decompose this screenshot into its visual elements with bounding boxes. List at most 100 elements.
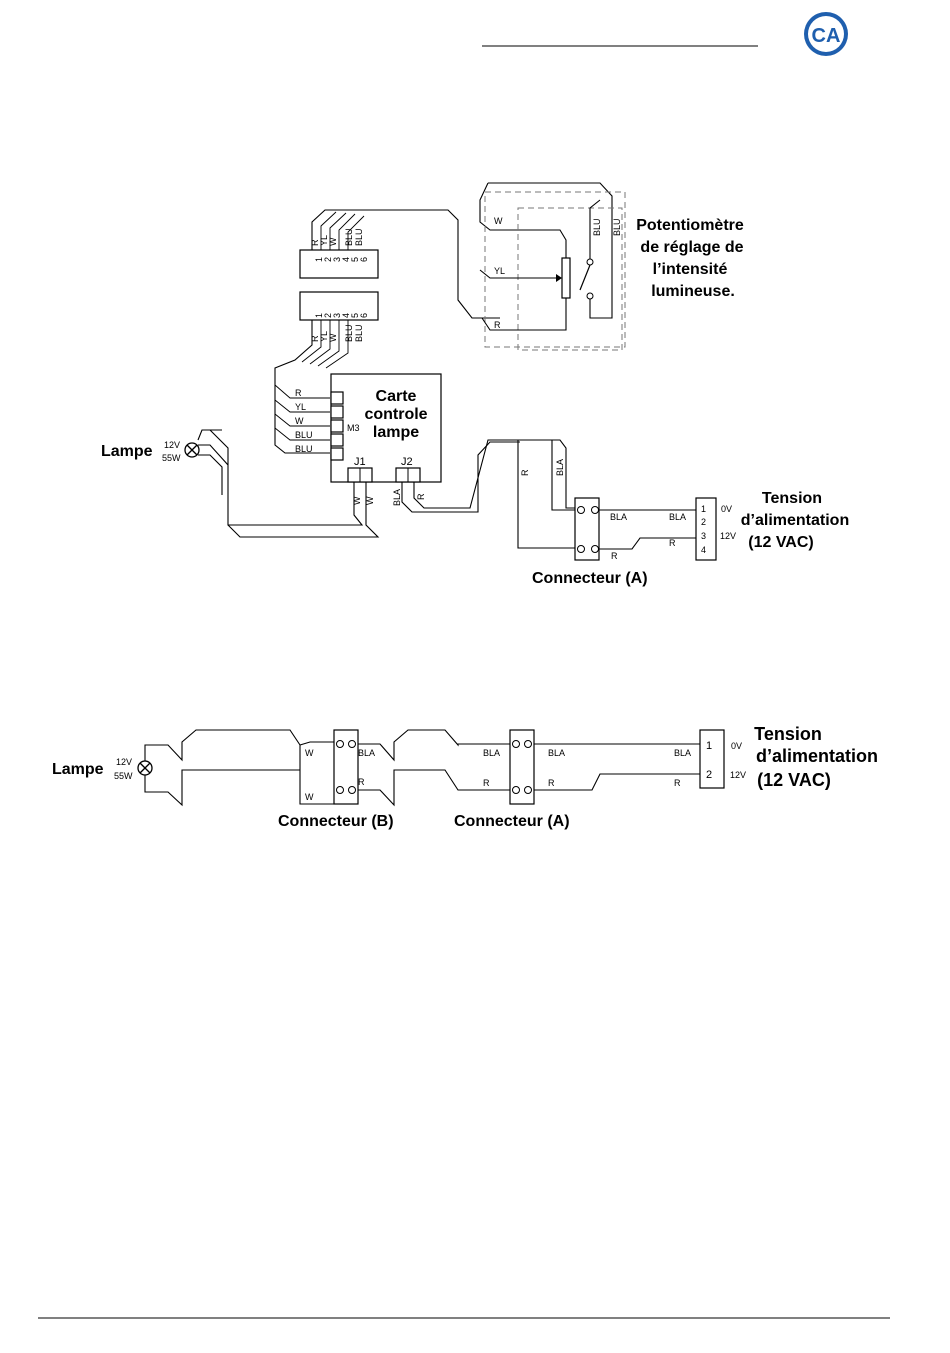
conn-b-screw-4-icon bbox=[348, 786, 356, 794]
wire-plug1-blu2 bbox=[347, 215, 365, 250]
conn-a2-screw-2-icon bbox=[524, 740, 532, 748]
wire-plug1-blu1 bbox=[338, 213, 356, 250]
plug1-pin-6: 6 bbox=[359, 257, 369, 262]
conn-b-screw-2-icon bbox=[348, 740, 356, 748]
terminal1-pin-3: 3 bbox=[701, 531, 706, 541]
conn-b-screw-1-icon bbox=[336, 740, 344, 748]
j2-wire-r: R bbox=[416, 493, 426, 500]
wire2-b-to-a-bla bbox=[358, 729, 510, 762]
conn-a2-label-r-in: R bbox=[483, 778, 490, 788]
terminal-label-r: R bbox=[669, 538, 676, 548]
m3-pin-2 bbox=[330, 405, 344, 419]
pot-dashed-inner bbox=[517, 207, 623, 351]
wire2-lamp-to-b-top bbox=[144, 729, 334, 805]
supply1-line-2: d’alimentation bbox=[741, 512, 849, 529]
lamp2-voltage: 12V bbox=[116, 757, 132, 767]
wire-lamp-return bbox=[198, 454, 223, 495]
wire-lamp-top bbox=[197, 429, 222, 441]
pot-label-w: W bbox=[494, 216, 503, 226]
supply1-line-3: (12 VAC) bbox=[748, 534, 814, 551]
conn-b-label-w1: W bbox=[305, 748, 314, 758]
ca-logo-icon: CA bbox=[804, 12, 848, 56]
conn-a2-label-bla-out: BLA bbox=[548, 748, 565, 758]
conn-a2-label-r-out: R bbox=[548, 778, 555, 788]
pot-label-blu2: BLU bbox=[612, 218, 622, 236]
j1-wire-w1: W bbox=[352, 496, 362, 505]
j2-wire-bla: BLA bbox=[392, 489, 402, 506]
conn-a-label-r: R bbox=[520, 469, 530, 476]
conn-b-screw-3-icon bbox=[336, 786, 344, 794]
lamp2-label: Lampe bbox=[52, 761, 104, 778]
m3-label-yl: YL bbox=[295, 402, 306, 412]
pot-label-blu1: BLU bbox=[592, 218, 602, 236]
pot-label-r: R bbox=[494, 320, 501, 330]
m3-wire-3 bbox=[274, 413, 330, 427]
pot-wire-blu2 bbox=[589, 299, 613, 319]
m3-label-r: R bbox=[295, 388, 302, 398]
terminal-label-bla: BLA bbox=[669, 512, 686, 522]
switch-lever-icon bbox=[579, 264, 591, 291]
pot-title-2: de réglage de bbox=[640, 239, 743, 256]
m3-pin-3 bbox=[330, 419, 344, 433]
plug-connector-1 bbox=[299, 249, 379, 279]
wire-plug2-bundle bbox=[274, 320, 330, 454]
plug2-pin-1: 1 bbox=[314, 313, 324, 318]
pot-label-yl: YL bbox=[494, 266, 505, 276]
plug1-pin-5: 5 bbox=[350, 257, 360, 262]
plug1-pin-3: 3 bbox=[332, 257, 342, 262]
plug2-wire-w: W bbox=[328, 333, 338, 342]
plug1-wire-blu2: BLU bbox=[354, 228, 364, 246]
terminal1-12v: 12V bbox=[720, 531, 736, 541]
connector-a-label: Connecteur (A) bbox=[532, 570, 648, 587]
conn-a-screw-1-icon bbox=[577, 506, 585, 514]
wire-j2-bla bbox=[401, 441, 520, 513]
lamp-label: Lampe bbox=[101, 443, 153, 460]
diagram-2: Lampe 12V 55W W W BLA R Connecteur (B) B… bbox=[52, 724, 878, 830]
plug1-wire-blu1: BLU bbox=[344, 228, 354, 246]
wire-plug2-yl bbox=[301, 320, 322, 363]
plug1-pin-1: 1 bbox=[314, 257, 324, 262]
terminal1-pin-1: 1 bbox=[701, 504, 706, 514]
terminal2-12v: 12V bbox=[730, 770, 746, 780]
conn-a-label-r-out: R bbox=[611, 551, 618, 561]
m3-label-w: W bbox=[295, 416, 304, 426]
terminal2-0v: 0V bbox=[731, 741, 742, 751]
wire2-b-to-a-r bbox=[358, 769, 510, 807]
card-j1: J1 bbox=[354, 456, 366, 468]
conn-a-label-bla: BLA bbox=[555, 459, 565, 476]
lamp2-power: 55W bbox=[114, 771, 133, 781]
terminal2-pin-1: 1 bbox=[706, 740, 712, 752]
terminal2-pin-2: 2 bbox=[706, 769, 712, 781]
card-j2: J2 bbox=[401, 456, 413, 468]
lamp-control-card bbox=[330, 373, 442, 483]
j1-wire-w2: W bbox=[365, 496, 375, 505]
conn-a2-label-bla-in: BLA bbox=[483, 748, 500, 758]
pot-wire-w bbox=[479, 182, 567, 258]
plug1-wire-r: R bbox=[310, 239, 320, 246]
wire2-b-w1 bbox=[299, 741, 334, 746]
lamp-power: 55W bbox=[162, 453, 181, 463]
plug2-pin-6: 6 bbox=[359, 313, 369, 318]
plug2-pin-3: 3 bbox=[332, 313, 342, 318]
wire-plug1-yl bbox=[320, 211, 337, 250]
terminal-block-1 bbox=[695, 497, 717, 561]
supply2-line-3: (12 VAC) bbox=[757, 770, 831, 790]
conn-a-wire-bla-in bbox=[551, 440, 578, 511]
conn-a-wire-r-out bbox=[599, 537, 696, 550]
lamp-symbol-2-icon bbox=[137, 760, 153, 776]
conn-a-label-bla-out: BLA bbox=[610, 512, 627, 522]
wire-j2-r bbox=[413, 439, 580, 509]
lamp-voltage: 12V bbox=[164, 440, 180, 450]
conn-b-label-r: R bbox=[358, 777, 365, 787]
conn-a2-screw-4-icon bbox=[524, 786, 532, 794]
wire-plug1-to-pot-r bbox=[311, 209, 500, 319]
plug2-wire-yl: YL bbox=[319, 331, 329, 342]
diagram-1: 1 2 3 4 5 6 R YL W BLU BLU 1 2 3 4 5 6 R… bbox=[101, 182, 849, 587]
plug-connector-2 bbox=[299, 291, 379, 321]
plug2-pin-5: 5 bbox=[350, 313, 360, 318]
card-line-2: controle bbox=[364, 406, 427, 423]
plug2-pin-4: 4 bbox=[341, 313, 351, 318]
connector-a2-label: Connecteur (A) bbox=[454, 813, 570, 830]
conn-b-label-w2: W bbox=[305, 792, 314, 802]
